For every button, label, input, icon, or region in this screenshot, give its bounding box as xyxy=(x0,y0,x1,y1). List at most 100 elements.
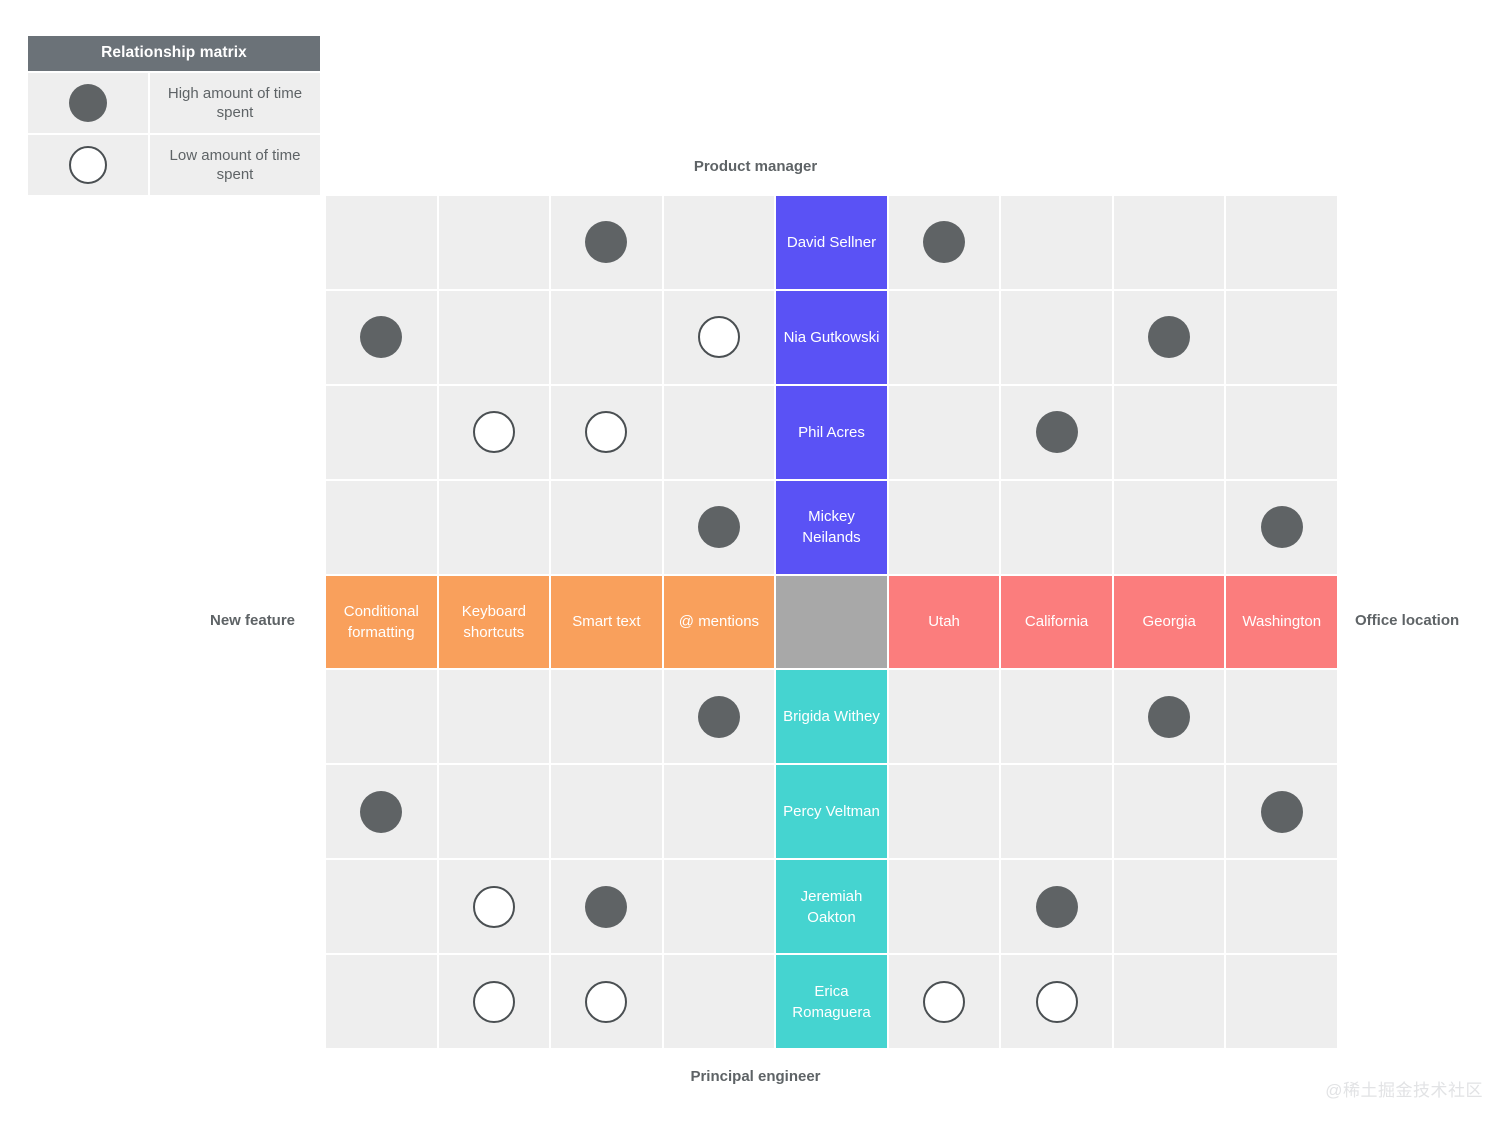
matrix-cell[interactable] xyxy=(1001,670,1112,764)
matrix-cell[interactable] xyxy=(663,385,775,479)
matrix-cell[interactable] xyxy=(551,670,662,764)
matrix-cell[interactable] xyxy=(663,765,775,859)
matrix-cell[interactable] xyxy=(551,196,662,289)
matrix-cell[interactable] xyxy=(1001,480,1112,574)
principal-engineer-label[interactable]: Erica Romaguera xyxy=(776,955,887,1048)
matrix-cell[interactable] xyxy=(888,860,1000,954)
matrix-cell[interactable] xyxy=(1113,670,1225,764)
matrix-cell[interactable] xyxy=(438,670,550,764)
matrix-cell[interactable] xyxy=(888,955,1000,1048)
legend-panel: Relationship matrix High amount of time … xyxy=(28,36,320,195)
matrix-cell[interactable] xyxy=(326,765,437,859)
high-time-dot-icon xyxy=(69,84,107,122)
low-time-dot-icon xyxy=(923,980,966,1023)
matrix-cell[interactable] xyxy=(326,385,437,479)
matrix-cell[interactable] xyxy=(663,955,775,1048)
axis-title-new-feature: New feature xyxy=(210,612,296,629)
matrix-cell[interactable] xyxy=(438,860,550,954)
matrix-cell[interactable] xyxy=(1226,290,1337,384)
matrix-cell[interactable] xyxy=(1113,385,1225,479)
matrix-cell[interactable] xyxy=(438,290,550,384)
office-location-label[interactable]: California xyxy=(1001,575,1112,669)
matrix-cell[interactable] xyxy=(888,290,1000,384)
matrix-cell[interactable] xyxy=(438,765,550,859)
matrix-cell[interactable] xyxy=(326,955,437,1048)
matrix-cell[interactable] xyxy=(663,480,775,574)
matrix-cell[interactable] xyxy=(1226,670,1337,764)
matrix-cell[interactable] xyxy=(1226,765,1337,859)
low-time-dot-icon xyxy=(1035,980,1078,1023)
matrix-cell[interactable] xyxy=(438,480,550,574)
legend-label-high: High amount of time spent xyxy=(150,73,320,133)
matrix-cell[interactable] xyxy=(888,765,1000,859)
matrix-cell[interactable] xyxy=(1113,480,1225,574)
matrix-cell[interactable] xyxy=(438,955,550,1048)
product-manager-label[interactable]: Phil Acres xyxy=(776,385,887,479)
matrix-cell[interactable] xyxy=(1113,765,1225,859)
office-location-label[interactable]: Georgia xyxy=(1113,575,1225,669)
high-time-dot-icon xyxy=(1148,695,1191,738)
product-manager-label[interactable]: David Sellner xyxy=(776,196,887,289)
principal-engineer-label[interactable]: Percy Veltman xyxy=(776,765,887,859)
matrix-center-cell[interactable] xyxy=(776,575,887,669)
matrix-cell[interactable] xyxy=(1226,196,1337,289)
office-location-label[interactable]: Washington xyxy=(1226,575,1337,669)
matrix-cell[interactable] xyxy=(1226,860,1337,954)
product-manager-label[interactable]: Mickey Neilands xyxy=(776,480,887,574)
matrix-cell[interactable] xyxy=(1113,196,1225,289)
high-time-dot-icon xyxy=(1148,316,1191,359)
product-manager-label[interactable]: Nia Gutkowski xyxy=(776,290,887,384)
low-time-dot-icon xyxy=(585,980,628,1023)
matrix-cell[interactable] xyxy=(326,290,437,384)
matrix-cell[interactable] xyxy=(663,860,775,954)
matrix-cell[interactable] xyxy=(663,670,775,764)
office-location-label[interactable]: Utah xyxy=(888,575,1000,669)
matrix-cell[interactable] xyxy=(888,480,1000,574)
new-feature-label[interactable]: Conditional formatting xyxy=(326,575,437,669)
matrix-cell[interactable] xyxy=(663,196,775,289)
matrix-cell[interactable] xyxy=(1001,196,1112,289)
matrix-cell[interactable] xyxy=(326,860,437,954)
matrix-cell[interactable] xyxy=(326,196,437,289)
matrix-cell[interactable] xyxy=(551,860,662,954)
matrix-cell[interactable] xyxy=(1001,290,1112,384)
matrix-cell[interactable] xyxy=(438,196,550,289)
matrix-cell[interactable] xyxy=(1226,955,1337,1048)
new-feature-label[interactable]: @ mentions xyxy=(663,575,775,669)
high-time-dot-icon xyxy=(1260,790,1303,833)
matrix-cell[interactable] xyxy=(888,385,1000,479)
matrix-cell[interactable] xyxy=(551,385,662,479)
high-time-dot-icon xyxy=(1035,885,1078,928)
matrix-cell[interactable] xyxy=(1113,290,1225,384)
matrix-cell[interactable] xyxy=(1001,385,1112,479)
matrix-cell[interactable] xyxy=(1001,765,1112,859)
principal-engineer-label[interactable]: Brigida Withey xyxy=(776,670,887,764)
matrix-cell[interactable] xyxy=(326,670,437,764)
high-time-dot-icon xyxy=(1260,506,1303,549)
matrix-cell[interactable] xyxy=(1113,860,1225,954)
axis-title-principal-engineer: Principal engineer xyxy=(690,1068,821,1085)
matrix-cell[interactable] xyxy=(888,196,1000,289)
axis-title-office-location: Office location xyxy=(1355,612,1460,629)
matrix-cell[interactable] xyxy=(1001,955,1112,1048)
matrix-cell[interactable] xyxy=(551,765,662,859)
matrix-cell[interactable] xyxy=(1226,480,1337,574)
new-feature-label[interactable]: Keyboard shortcuts xyxy=(438,575,550,669)
principal-engineer-label[interactable]: Jeremiah Oakton xyxy=(776,860,887,954)
matrix-cell[interactable] xyxy=(551,480,662,574)
legend-swatch-high xyxy=(28,73,148,133)
matrix-cell[interactable] xyxy=(438,385,550,479)
axis-title-product-manager: Product manager xyxy=(693,158,818,175)
matrix-cell[interactable] xyxy=(326,480,437,574)
matrix-cell[interactable] xyxy=(551,290,662,384)
matrix-cell[interactable] xyxy=(551,955,662,1048)
matrix-cell[interactable] xyxy=(1226,385,1337,479)
matrix-cell[interactable] xyxy=(663,290,775,384)
matrix-cell[interactable] xyxy=(1113,955,1225,1048)
matrix-cell[interactable] xyxy=(1001,860,1112,954)
matrix-cell[interactable] xyxy=(888,670,1000,764)
watermark: @稀土掘金技术社区 xyxy=(1325,1081,1483,1100)
new-feature-label[interactable]: Smart text xyxy=(551,575,662,669)
high-time-dot-icon xyxy=(360,790,403,833)
